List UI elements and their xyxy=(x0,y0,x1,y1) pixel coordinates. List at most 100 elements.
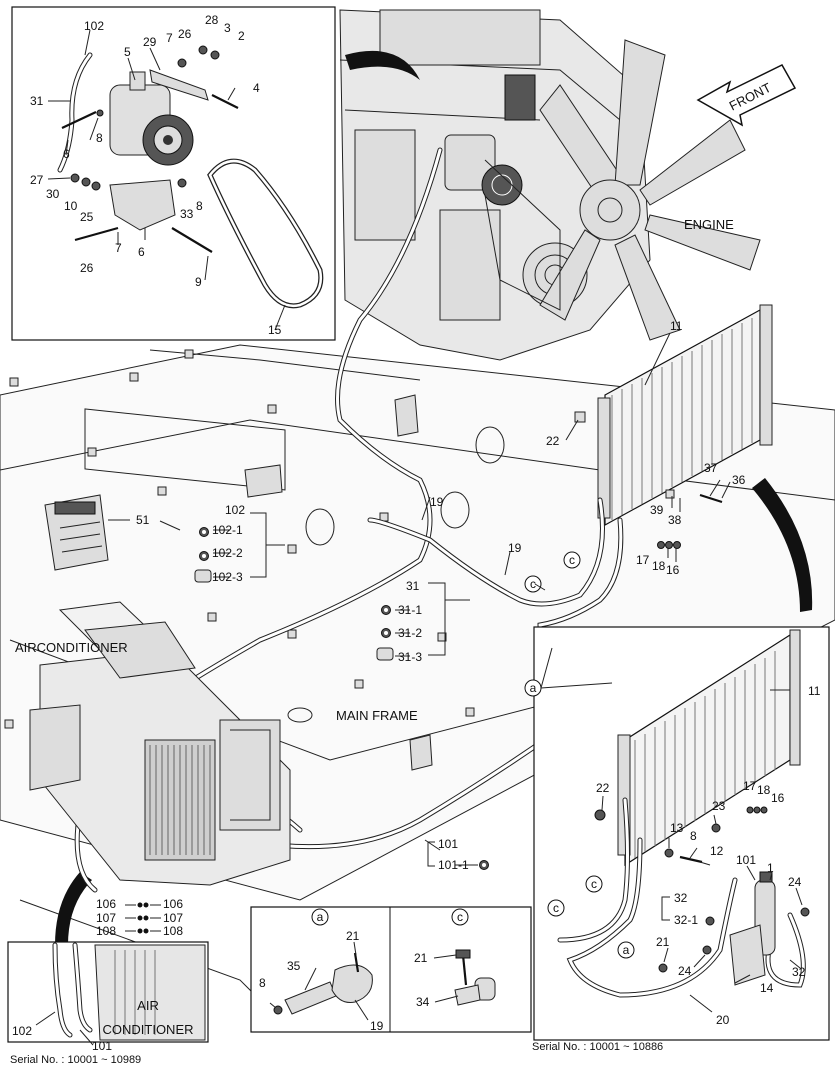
part-16-main: 16 xyxy=(666,563,680,577)
part-101-1: 101-1 xyxy=(438,858,469,872)
part-22-inset: 22 xyxy=(596,781,610,795)
part-102-main: 102 xyxy=(225,503,245,517)
part-101-main: 101 xyxy=(438,837,458,851)
inset-bottom-left: AIR CONDITIONER xyxy=(7,941,209,1043)
part-106-right: 106 xyxy=(163,897,183,911)
part-106-left: 106 xyxy=(96,897,116,911)
part-32-inset1: 32 xyxy=(674,891,688,905)
callout-c-3: c xyxy=(591,877,597,891)
labels-bottom-left-inset: 102 101 xyxy=(12,1024,112,1053)
part-32-1: 32-1 xyxy=(674,913,698,927)
engine-fan xyxy=(539,39,761,341)
part-4: 4 xyxy=(253,81,260,95)
part-17-main: 17 xyxy=(636,553,650,567)
labels-detail: 21 35 8 19 21 34 xyxy=(259,929,430,1033)
part-26-tl2: 8 xyxy=(196,199,203,213)
part-7-tl2: 7 xyxy=(115,241,122,255)
engine-label: ENGINE xyxy=(684,217,734,232)
serial-right: Serial No. : 10001 ~ 10886 xyxy=(532,1041,663,1053)
part-11-main: 11 xyxy=(670,319,683,333)
leader-lines xyxy=(35,29,803,1046)
part-25: 25 xyxy=(80,210,94,224)
callout-a-2: a xyxy=(623,943,630,957)
part-101-inset: 101 xyxy=(736,853,756,867)
callout-a-1: a xyxy=(530,681,537,695)
callout-a-detail: a xyxy=(317,910,324,924)
part-102-1: 102-1 xyxy=(212,523,243,537)
labels-top-left-inset: 102 5 29 7 26 28 3 2 31 4 8 6 27 30 10 2… xyxy=(30,13,282,337)
part-20: 20 xyxy=(716,1013,730,1027)
part-8-inset: 8 xyxy=(690,829,697,843)
part-27: 27 xyxy=(30,173,44,187)
detail-box xyxy=(250,906,532,1033)
part-10: 10 xyxy=(64,199,78,213)
ac-bottom-dots xyxy=(137,902,149,934)
inset-right xyxy=(533,626,830,1041)
part-35: 35 xyxy=(287,959,301,973)
part-36: 36 xyxy=(732,473,746,487)
part-31-2: 31-2 xyxy=(398,626,422,640)
part-6-tl1: 6 xyxy=(63,147,70,161)
part-28: 28 xyxy=(205,13,219,27)
callout-circles: c c a a c c c a xyxy=(311,551,635,959)
part-31-main: 31 xyxy=(406,579,420,593)
part-2: 2 xyxy=(238,29,245,43)
engine-compressor xyxy=(444,134,561,311)
airconditioner-unit xyxy=(29,601,291,886)
part-18-inset: 18 xyxy=(757,783,771,797)
air-conditioner-label-line1: AIR xyxy=(137,998,159,1013)
curved-arrow-right xyxy=(752,478,813,612)
part-29: 29 xyxy=(143,35,157,49)
labels-right-inset: 22 23 17 18 16 13 8 12 101 1 24 32 32-1 … xyxy=(596,779,806,1027)
part-102-2: 102-2 xyxy=(212,546,243,560)
part-21-inset: 21 xyxy=(656,935,670,949)
part-31-tl: 31 xyxy=(30,94,44,108)
inset-top-left xyxy=(11,6,336,341)
part-30: 30 xyxy=(46,187,60,201)
part-1: 1 xyxy=(767,861,774,875)
part-102-tl: 102 xyxy=(84,19,104,33)
part-101-bl: 101 xyxy=(92,1039,112,1053)
part-31-3: 31-3 xyxy=(398,650,422,664)
part-16-inset: 16 xyxy=(771,791,785,805)
part-102-3: 102-3 xyxy=(212,570,243,584)
part-7-tl: 7 xyxy=(166,31,173,45)
part-39: 39 xyxy=(650,503,664,517)
part-12: 12 xyxy=(710,844,724,858)
part-34: 34 xyxy=(416,995,430,1009)
serial-left: Serial No. : 10001 ~ 10989 xyxy=(10,1054,141,1066)
part-108-left: 108 xyxy=(96,924,116,938)
part-108-right: 108 xyxy=(163,924,183,938)
main-frame-label: MAIN FRAME xyxy=(336,708,418,723)
part-3: 3 xyxy=(224,21,231,35)
callout-c-2: c xyxy=(530,577,536,591)
part-23: 23 xyxy=(712,799,726,813)
part-15: 15 xyxy=(268,323,282,337)
part-8-tl1: 8 xyxy=(96,131,103,145)
part-102-bl: 102 xyxy=(12,1024,32,1038)
part-8-a: 8 xyxy=(259,976,266,990)
part-11-inset: 11 xyxy=(808,684,821,698)
part-5: 5 xyxy=(124,45,131,59)
part-19-main1: 19 xyxy=(430,495,444,509)
part-18-main: 18 xyxy=(652,559,666,573)
part-22-main: 22 xyxy=(546,434,560,448)
airconditioner-label: AIRCONDITIONER xyxy=(15,640,128,655)
part-107-right: 107 xyxy=(163,911,183,925)
callout-c-1: c xyxy=(569,553,575,567)
part-26-tl: 26 xyxy=(178,27,192,41)
part-9: 9 xyxy=(195,275,202,289)
part-19-main2: 19 xyxy=(508,541,522,555)
condenser-main xyxy=(597,304,773,527)
control-panel-51 xyxy=(44,494,109,571)
part-21-a: 21 xyxy=(346,929,360,943)
curved-arrow-top xyxy=(345,50,420,80)
part-17-inset: 17 xyxy=(743,779,757,793)
curved-arrow-left xyxy=(55,872,92,945)
part-24-inset1: 24 xyxy=(788,875,802,889)
labels-main: 11 22 37 36 39 38 17 18 16 19 19 102 102… xyxy=(96,319,821,938)
engine-drawing: FRONT ENGINE xyxy=(339,9,797,361)
part-37: 37 xyxy=(704,461,718,475)
part-21-c: 21 xyxy=(414,951,428,965)
